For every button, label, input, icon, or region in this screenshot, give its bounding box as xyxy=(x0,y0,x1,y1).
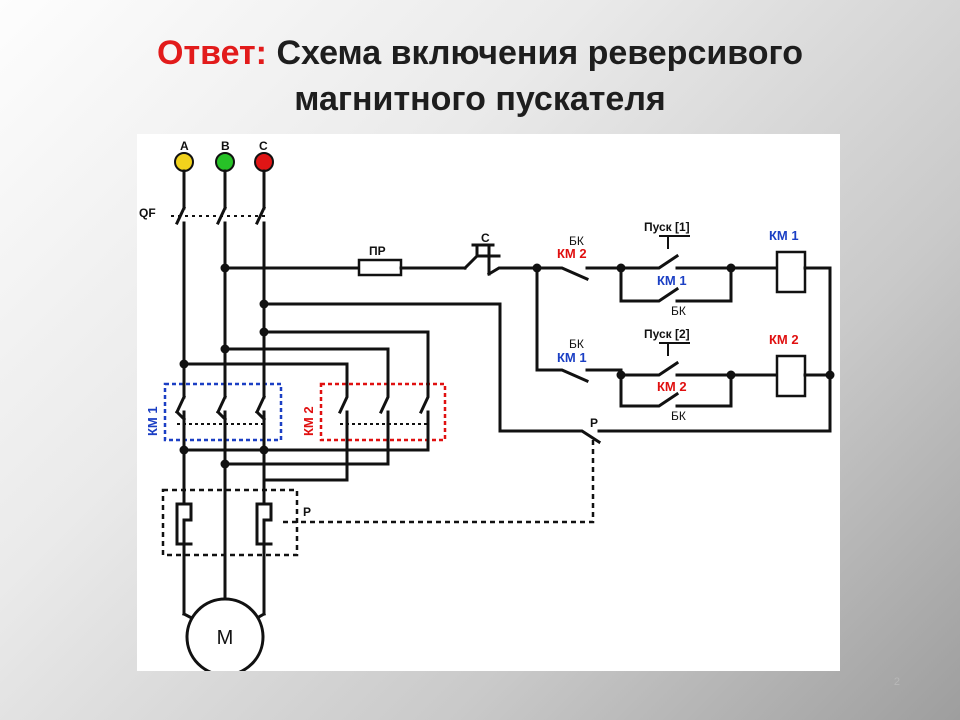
breaker-label: QF xyxy=(139,206,156,220)
coil1-label: КМ 1 xyxy=(769,228,799,243)
relay-control-wire: Р xyxy=(259,299,832,524)
motor: М xyxy=(181,597,267,671)
title-line-2: магнитного пускателя xyxy=(294,80,666,118)
interlock2-top: БК xyxy=(569,337,584,351)
hold2-sub: БК xyxy=(671,409,686,423)
circuit-diagram: A B C QF ПР С Р БК КМ 2 xyxy=(137,134,840,671)
contactor2-label: КМ 2 xyxy=(301,406,316,436)
hold2-name: КМ 2 xyxy=(657,379,687,394)
interlock2-name: КМ 1 xyxy=(557,350,587,365)
forward-branch: БК КМ 2 Пуск [1] КМ 1 БК КМ 1 xyxy=(532,220,832,372)
page-number: 2 xyxy=(893,676,900,688)
circuit-svg: A B C QF ПР С Р БК КМ 2 xyxy=(139,139,835,671)
title-line-1: Схема включения реверсивого xyxy=(267,34,803,72)
control-supply: ПР С xyxy=(220,231,539,277)
hold1-name: КМ 1 xyxy=(657,273,687,288)
thermal-relay-label: Р xyxy=(303,505,311,519)
slide-title: Ответ: Схема включения реверсивого магни… xyxy=(40,30,920,122)
answer-label: Ответ: xyxy=(157,34,268,72)
interlock1-name: КМ 2 xyxy=(557,246,587,261)
coil2-label: КМ 2 xyxy=(769,332,799,347)
phase-b-label: B xyxy=(221,139,230,153)
phase-a-label: A xyxy=(180,139,189,153)
coil-km2 xyxy=(775,354,807,398)
stop-button-label: С xyxy=(481,231,490,245)
start1-label: Пуск [1] xyxy=(644,220,690,234)
breaker-qf xyxy=(171,169,267,366)
start2-label: Пуск [2] xyxy=(644,327,690,341)
interlock1-top: БК xyxy=(569,234,584,248)
contactor1-label: КМ 1 xyxy=(145,406,160,436)
phase-c-label: C xyxy=(259,139,268,153)
phase-terminals: A B C xyxy=(174,139,274,172)
reverse-branch: БК КМ 1 Пуск [2] КМ 2 БК КМ 2 xyxy=(535,266,835,423)
fuse-label: ПР xyxy=(369,244,386,258)
contactor-km1: КМ 1 xyxy=(145,362,283,466)
relay-contact-label: Р xyxy=(590,416,598,430)
contactor-km2: КМ 2 xyxy=(179,382,447,482)
fuse xyxy=(357,258,403,277)
hold1-sub: БК xyxy=(671,304,686,318)
power-taps xyxy=(179,327,430,386)
thermal-relay: Р xyxy=(161,462,311,616)
motor-label: М xyxy=(217,627,234,649)
phase-b-terminal xyxy=(215,152,235,172)
phase-a-terminal xyxy=(174,152,194,172)
phase-c-terminal xyxy=(254,152,274,172)
coil-km1 xyxy=(775,250,807,294)
